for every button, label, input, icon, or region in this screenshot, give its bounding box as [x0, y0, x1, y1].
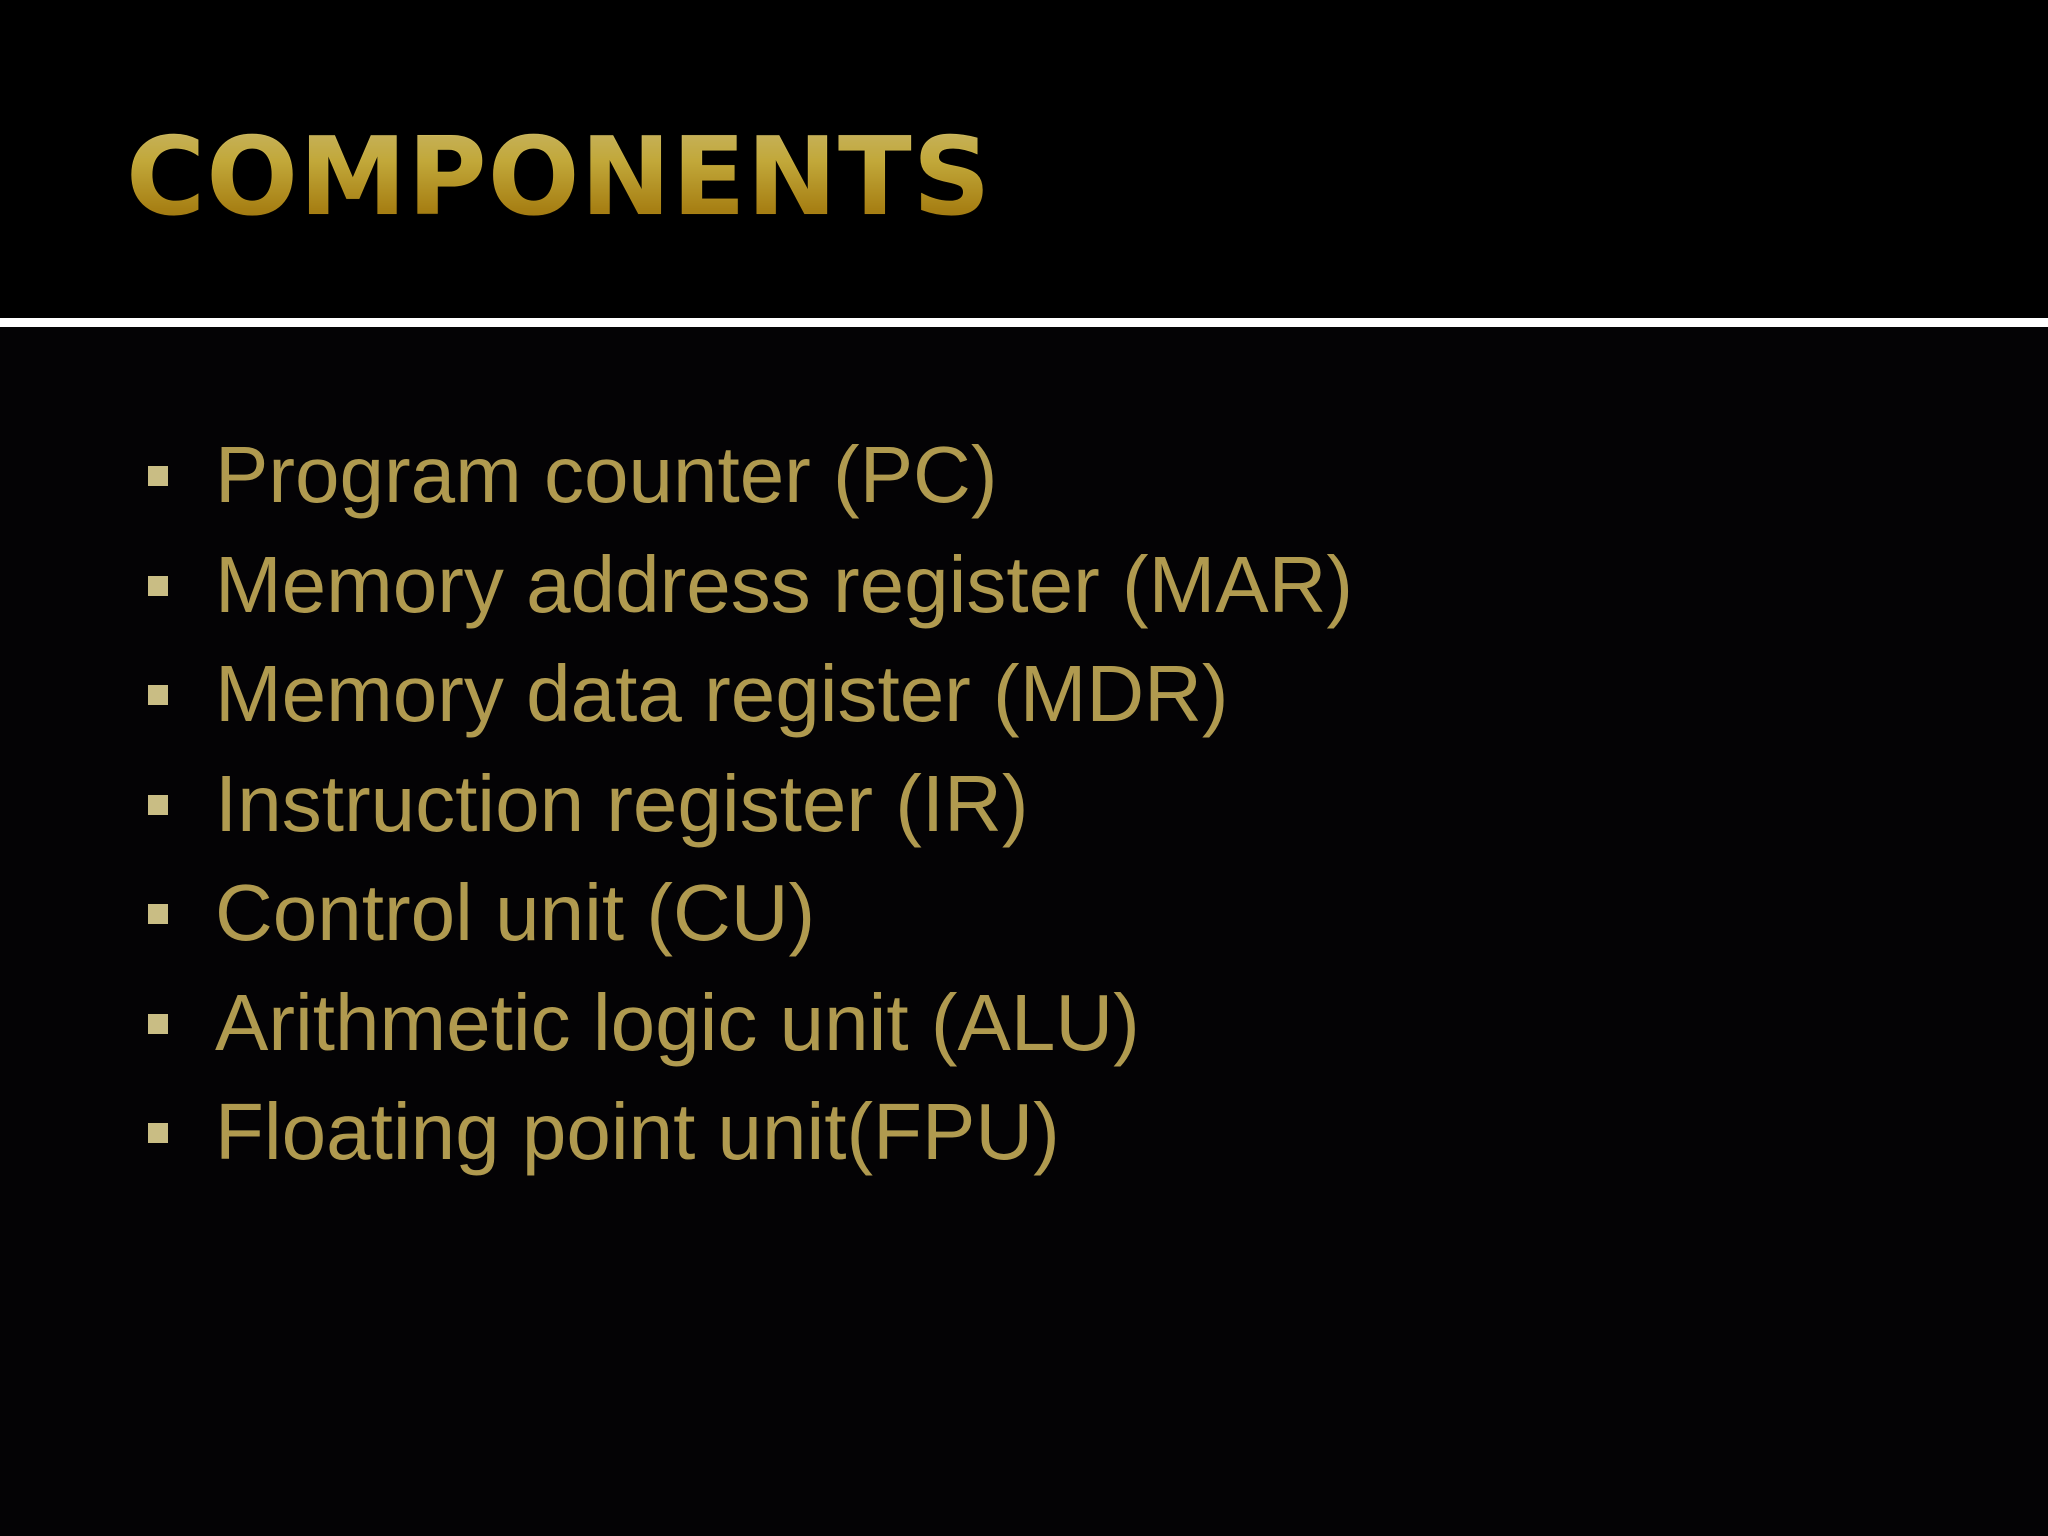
bullet-item: Program counter (PC) [0, 420, 2048, 530]
title-band: COMPONENTS [0, 0, 2048, 318]
square-bullet-icon [148, 685, 168, 705]
bullet-text: Memory data register (MDR) [215, 649, 1229, 738]
title-divider [0, 318, 2048, 327]
square-bullet-icon [148, 794, 168, 815]
bullet-item: Instruction register (IR) [0, 749, 2048, 859]
square-bullet-icon [148, 1013, 168, 1034]
square-bullet-icon [148, 904, 168, 924]
slide-title: COMPONENTS [126, 108, 992, 248]
square-bullet-icon [148, 1123, 168, 1143]
bullet-text: Memory address register (MAR) [215, 539, 1354, 629]
bullet-text: Program counter (PC) [215, 430, 998, 519]
square-bullet-icon [148, 575, 168, 596]
bullet-item: Arithmetic logic unit (ALU) [0, 968, 2048, 1078]
bullet-text: Arithmetic logic unit (ALU) [215, 977, 1140, 1067]
bullet-item: Floating point unit(FPU) [0, 1077, 2048, 1187]
bullet-item: Control unit (CU) [0, 858, 2048, 968]
bullet-list: Program counter (PC) Memory address regi… [0, 420, 2048, 1187]
bullet-text: Instruction register (IR) [215, 758, 1029, 848]
bullet-text: Control unit (CU) [215, 868, 816, 957]
square-bullet-icon [148, 466, 168, 486]
bullet-text: Floating point unit(FPU) [215, 1087, 1060, 1176]
bullet-item: Memory data register (MDR) [0, 639, 2048, 749]
bullet-item: Memory address register (MAR) [0, 530, 2048, 640]
